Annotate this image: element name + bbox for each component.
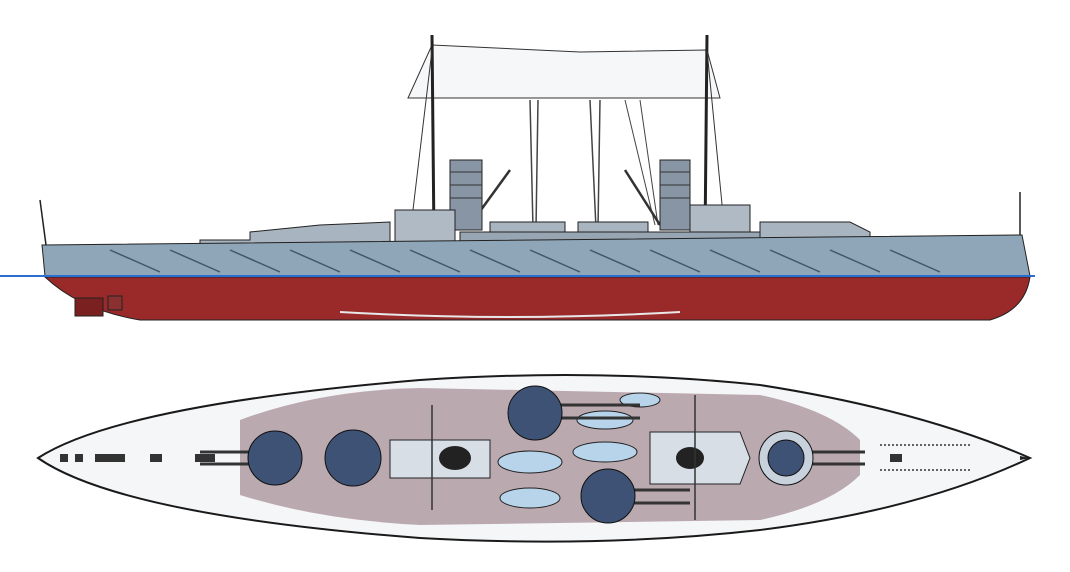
- armor-strakes: [109, 249, 941, 273]
- rigging: [597, 99, 601, 229]
- anchor-chains: [880, 444, 970, 471]
- funnel-bands: [450, 171, 690, 199]
- bow: [1020, 456, 1030, 460]
- rigging: [624, 99, 656, 226]
- skylight: [572, 441, 638, 463]
- rigging: [639, 99, 659, 226]
- turret: [247, 430, 303, 486]
- profile-view: [0, 34, 1035, 321]
- skylight: [497, 450, 563, 474]
- stern-staff: [39, 199, 47, 246]
- turret: [507, 385, 563, 441]
- gun-barrels: [200, 403, 865, 505]
- awning: [407, 44, 721, 99]
- skylight: [499, 487, 561, 509]
- funnel-top: [676, 447, 704, 469]
- bilge-keel: [339, 311, 681, 318]
- propeller: [107, 295, 123, 311]
- rigging: [706, 49, 726, 236]
- crane: [623, 169, 662, 226]
- aft-funnel: [659, 159, 691, 231]
- fore-bridge: [394, 209, 456, 246]
- rigging: [529, 99, 534, 229]
- plan-view: [36, 374, 1033, 543]
- deck-fittings: [60, 454, 902, 462]
- skylight: [576, 410, 634, 430]
- turret: [580, 468, 636, 524]
- hull-lower: [43, 276, 1031, 321]
- rudder: [74, 297, 104, 317]
- turret: [324, 429, 382, 487]
- rigging: [535, 99, 539, 229]
- fore-mast: [430, 34, 436, 241]
- rigging: [409, 49, 433, 236]
- hull-upper: [41, 234, 1031, 277]
- rigging: [589, 99, 597, 229]
- funnel-top: [439, 446, 471, 470]
- turret-roof: [767, 439, 805, 477]
